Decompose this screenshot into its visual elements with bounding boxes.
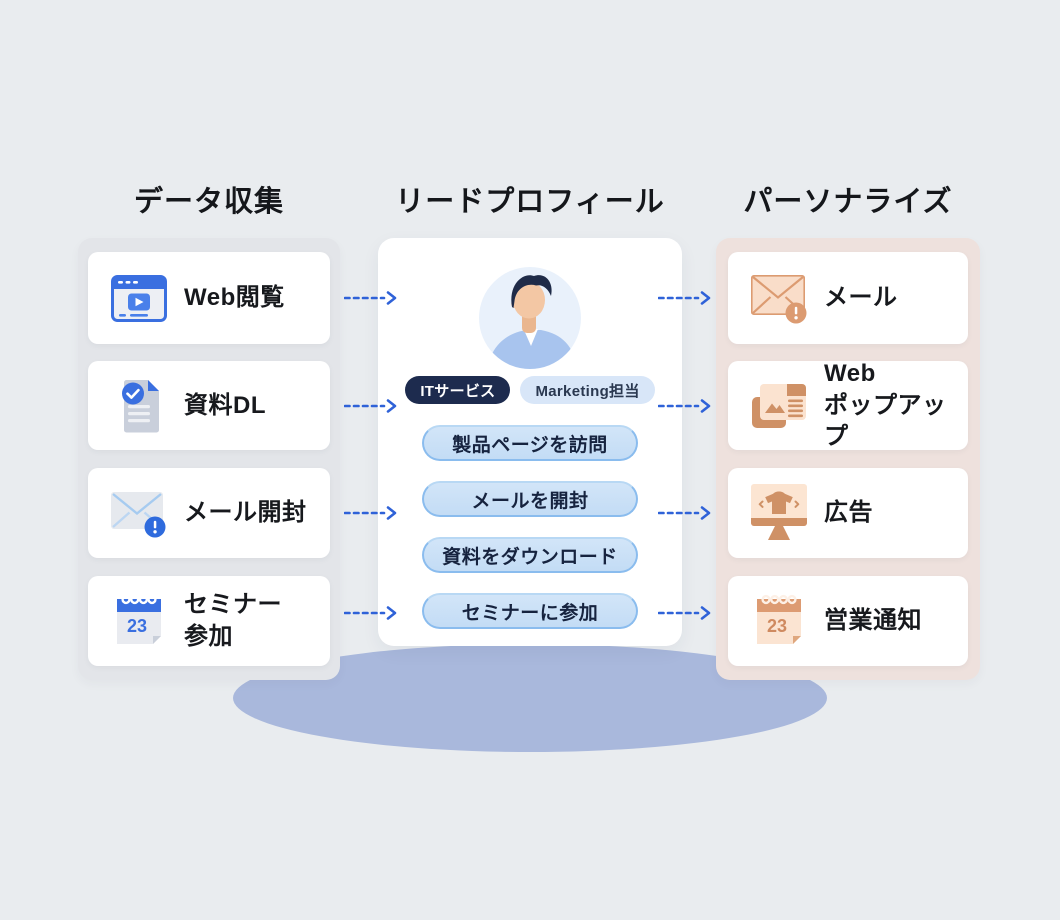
personalize-panel: メール Web ポップアップ xyxy=(716,238,980,680)
item-label: メール xyxy=(824,284,898,312)
item-label: 資料DL xyxy=(184,391,266,419)
column-title-personalize: パーソナライズ xyxy=(743,186,953,218)
activity-open-mail: メールを開封 xyxy=(422,481,638,517)
web-popup-icon xyxy=(748,382,810,430)
flow-arrow-left-3 xyxy=(344,506,397,520)
ad-monitor-icon xyxy=(748,484,810,542)
activity-join-seminar: セミナーに参加 xyxy=(422,593,638,629)
card-web-popup: Web ポップアップ xyxy=(728,360,968,451)
flow-arrow-left-1 xyxy=(344,291,397,305)
calendar-day: 23 xyxy=(767,616,787,636)
activity-download-document: 資料をダウンロード xyxy=(422,537,638,573)
browser-video-icon xyxy=(108,274,170,322)
column-title-data-collection: データ収集 xyxy=(133,186,284,218)
tag-marketing: Marketing担当 xyxy=(520,376,655,404)
calendar-icon-orange: 23 xyxy=(748,592,810,650)
item-label: セミナー 参加 xyxy=(184,591,282,650)
lead-profile-card: ITサービス Marketing担当 製品ページを訪問 メールを開封 資料をダウ… xyxy=(378,238,682,646)
item-label: Web閲覧 xyxy=(184,284,285,312)
card-document-download: 資料DL xyxy=(88,361,330,450)
activity-visit-product-page: 製品ページを訪問 xyxy=(422,425,638,461)
card-mail-open: メール開封 xyxy=(88,468,330,558)
column-title-lead-profile: リードプロフィール xyxy=(395,186,665,218)
mail-alert-icon xyxy=(748,271,810,325)
tag-it-service: ITサービス xyxy=(405,376,511,404)
flow-arrow-left-4 xyxy=(344,606,397,620)
card-web-browsing: Web閲覧 xyxy=(88,252,330,344)
flow-arrow-left-2 xyxy=(344,399,397,413)
mail-open-alert-icon xyxy=(108,487,170,539)
item-label: 広告 xyxy=(824,499,873,527)
card-mail: メール xyxy=(728,252,968,344)
item-label: Web ポップアップ xyxy=(824,360,947,451)
item-label: 営業通知 xyxy=(824,607,922,635)
flow-arrow-right-3 xyxy=(658,506,711,520)
card-seminar: 23 セミナー 参加 xyxy=(88,576,330,666)
calendar-day: 23 xyxy=(127,616,147,636)
flow-arrow-right-2 xyxy=(658,399,711,413)
data-collection-panel: Web閲覧 資料DL xyxy=(78,238,340,680)
calendar-icon: 23 xyxy=(108,592,170,650)
item-label: メール開封 xyxy=(184,499,307,527)
card-sales-notification: 23 営業通知 xyxy=(728,576,968,666)
flow-arrow-right-4 xyxy=(658,606,711,620)
persona-tags: ITサービス Marketing担当 xyxy=(378,376,682,404)
male-businessperson-avatar xyxy=(479,267,581,369)
document-check-icon xyxy=(108,377,170,434)
card-ad: 広告 xyxy=(728,468,968,558)
flow-arrow-right-1 xyxy=(658,291,711,305)
